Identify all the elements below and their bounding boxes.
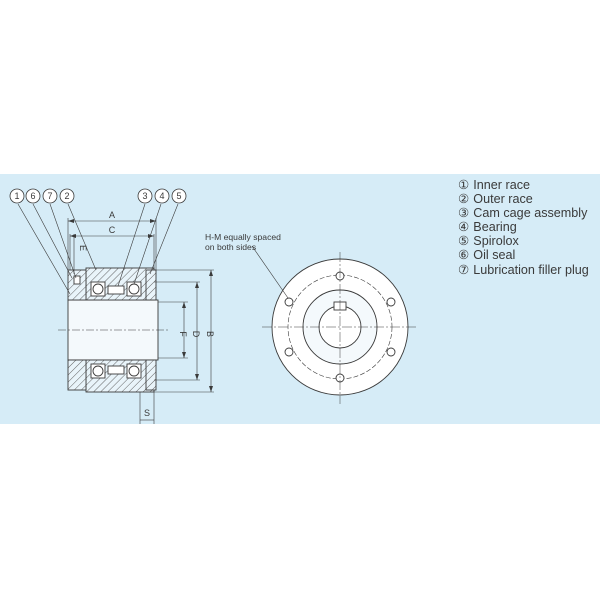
legend-label: Outer race	[473, 192, 533, 207]
callout-label-3: 3	[142, 191, 147, 201]
legend-label: Spirolox	[473, 234, 519, 249]
bearing-balls	[90, 281, 142, 379]
dim-label-B: B	[205, 331, 215, 337]
dim-label-F: F	[178, 331, 188, 337]
callout-label-5: 5	[176, 191, 181, 201]
cam-cage-bottom	[107, 365, 125, 375]
end-plate-left-top	[67, 269, 87, 301]
callout-label-7: 7	[47, 191, 52, 201]
dim-label-C: C	[109, 225, 116, 235]
callout-5	[171, 188, 187, 204]
callout-label-2: 2	[64, 191, 69, 201]
callout-label-4: 4	[159, 191, 164, 201]
callout-4	[154, 188, 170, 204]
cam-cage-top	[107, 285, 125, 295]
annotation-line-2: on both sides	[205, 242, 256, 252]
callout-7	[42, 188, 58, 204]
technical-drawing: 1 6 7 2 3 4 5 A C E F D B S	[9, 188, 418, 424]
callout-6	[25, 188, 41, 204]
legend-label: Inner race	[473, 178, 530, 192]
filler-plug	[73, 275, 81, 285]
callout-leaders	[17, 203, 179, 295]
legend-number: ⑥	[458, 248, 470, 263]
callout-2	[59, 188, 75, 204]
legend-label: Bearing	[473, 220, 517, 235]
dim-label-D: D	[191, 331, 201, 338]
section-view	[17, 203, 214, 424]
dim-label-S: S	[144, 408, 150, 418]
annotation-leader	[251, 245, 289, 299]
callout-1	[9, 188, 25, 204]
legend-number: ④	[458, 220, 470, 235]
callout-3	[137, 188, 153, 204]
end-plate-right-bottom	[145, 359, 157, 391]
annotation-line-1: H-M equally spaced	[205, 232, 281, 242]
legend-label: Cam cage assembly	[473, 206, 588, 221]
callout-circles	[9, 188, 187, 204]
callout-label-6: 6	[30, 191, 35, 201]
front-view	[251, 245, 418, 404]
end-plate-left-bottom	[67, 359, 87, 391]
legend-number: ⑦	[458, 262, 470, 277]
legend-number: ⑤	[458, 234, 470, 249]
callout-label-1: 1	[14, 191, 19, 201]
legend-label: Lubrication filler plug	[473, 262, 589, 277]
legend-number: ③	[458, 206, 470, 221]
drawing-panel: 1 6 7 2 3 4 5 A C E F D B S	[0, 174, 600, 424]
legend-label: Oil seal	[473, 248, 516, 263]
end-plate-right-top	[145, 269, 157, 301]
legend-number: ②	[458, 192, 470, 207]
dim-label-E: E	[78, 245, 88, 251]
legend-number: ①	[458, 178, 470, 192]
dim-label-A: A	[109, 210, 115, 220]
